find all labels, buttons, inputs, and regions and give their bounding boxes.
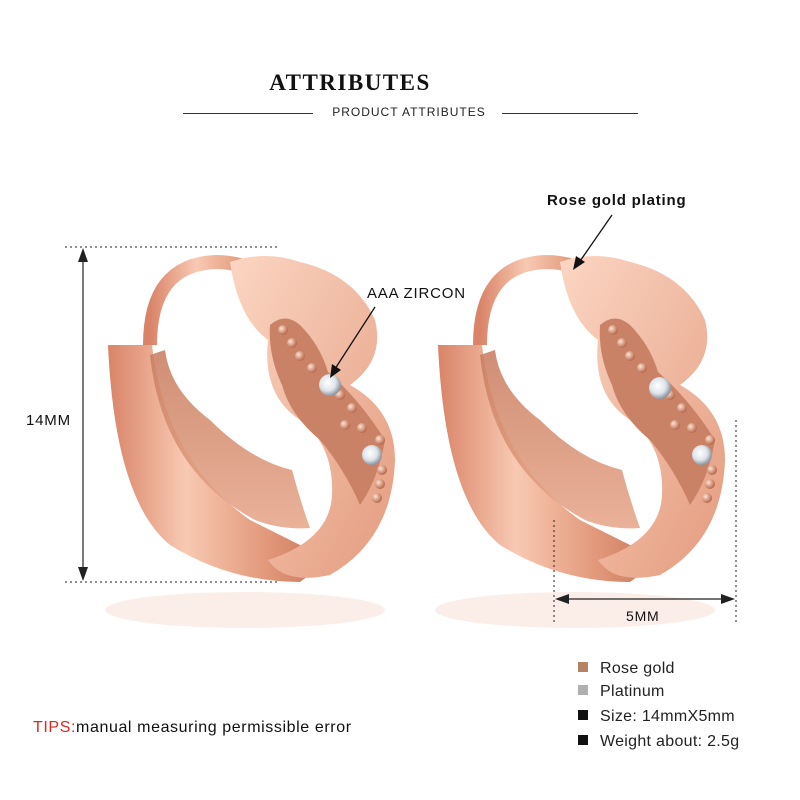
height-label: 14MM	[26, 412, 71, 429]
zircon-pointer	[330, 306, 376, 378]
swatch-icon	[578, 735, 588, 745]
zircon-label: AAA ZIRCON	[367, 285, 466, 302]
beads-right	[608, 325, 717, 503]
title-divider-left	[183, 113, 313, 114]
swatch-icon	[578, 685, 588, 695]
title-divider-right	[502, 113, 638, 114]
plating-label: Rose gold plating	[547, 192, 687, 209]
height-dimension	[65, 246, 280, 583]
width-label: 5MM	[626, 608, 660, 624]
earring-left	[105, 254, 395, 628]
page-subtitle: PRODUCT ATTRIBUTES	[332, 105, 486, 119]
zircon-stone	[692, 445, 712, 465]
tips-prefix: TIPS:	[33, 719, 77, 736]
legend-item-platinum: Platinum	[578, 683, 665, 701]
page-title: ATTRIBUTES	[269, 70, 431, 95]
zircon-stone	[362, 445, 382, 465]
zircon-stone	[319, 374, 341, 396]
legend-item-weight: Weight about: 2.5g	[578, 733, 739, 751]
zircon-stone	[649, 377, 671, 399]
legend-item-rose-gold: Rose gold	[578, 660, 675, 678]
tips-text: manual measuring permissible error	[76, 719, 352, 736]
plating-pointer	[573, 214, 613, 270]
swatch-icon	[578, 662, 588, 672]
swatch-icon	[578, 710, 588, 720]
tips-note: TIPS:manual measuring permissible error	[33, 719, 352, 737]
width-dimension	[553, 420, 737, 625]
legend-item-size: Size: 14mmX5mm	[578, 708, 735, 726]
earring-right	[435, 254, 725, 628]
